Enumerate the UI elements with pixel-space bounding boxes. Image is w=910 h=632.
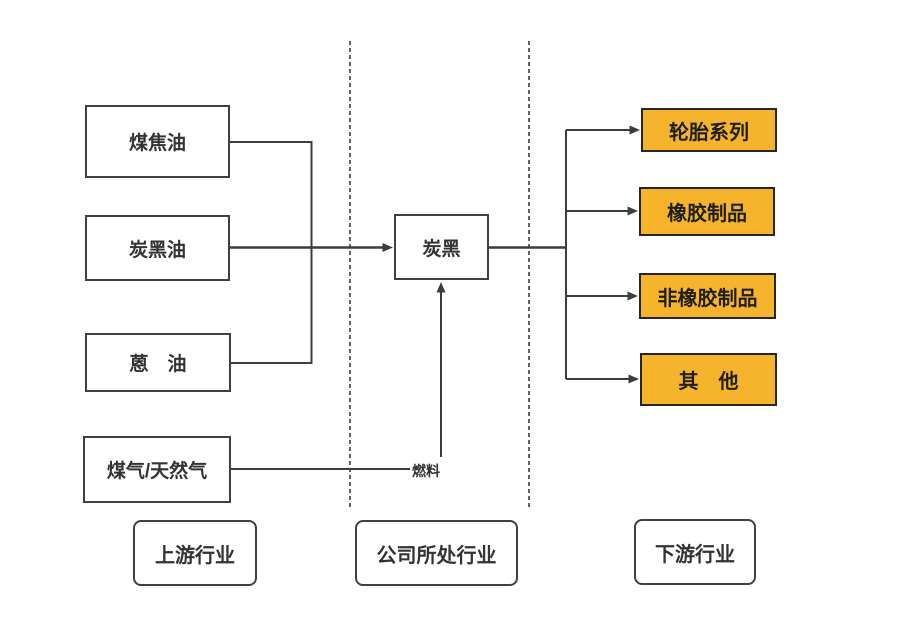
box-coal-tar: 煤焦油 (85, 105, 230, 178)
box-coal-gas-natural-gas: 煤气/天然气 (83, 436, 231, 503)
box-rubber-products: 橡胶制品 (639, 187, 775, 236)
stage-label-upstream-industry: 上游行业 (133, 520, 257, 586)
fuel-label: 燃料 (412, 463, 440, 479)
stage-label-downstream-industry: 下游行业 (634, 519, 756, 585)
stage-label-company-industry: 公司所处行业 (355, 520, 518, 586)
box-carbon-black-oil: 炭黑油 (85, 215, 230, 281)
box-others: 其 他 (640, 353, 777, 406)
box-carbon-black: 炭黑 (394, 214, 489, 280)
box-tire-series: 轮胎系列 (641, 108, 777, 152)
box-anthracene-oil: 蒽 油 (85, 333, 231, 392)
connector-upstream-merge (230, 141, 313, 364)
box-non-rubber-products: 非橡胶制品 (639, 273, 776, 319)
